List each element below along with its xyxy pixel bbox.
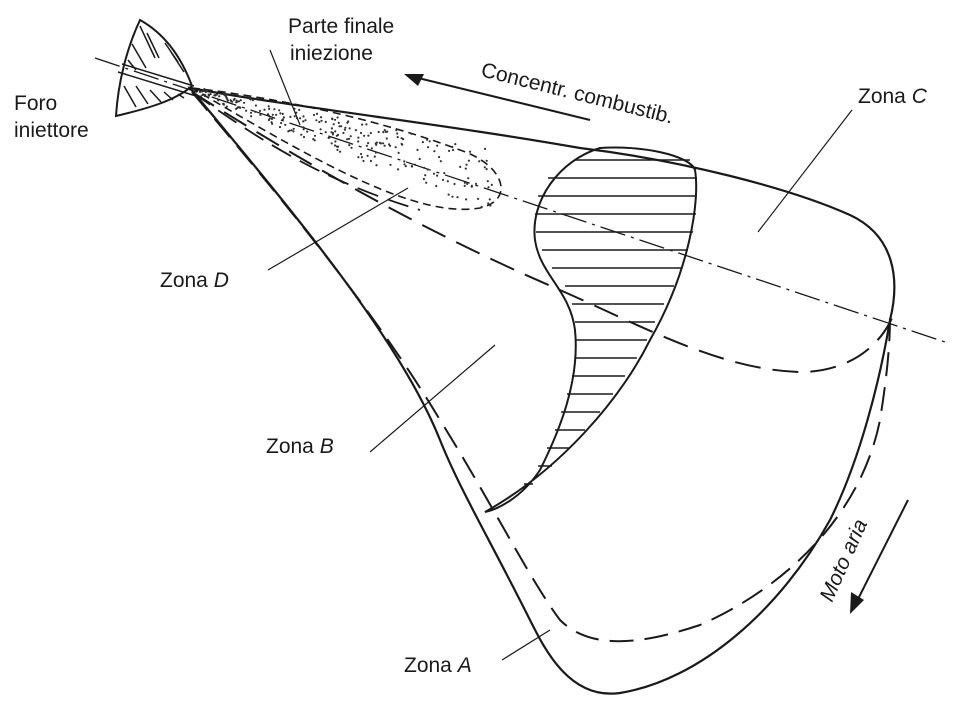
spray-dashed-ray bbox=[192, 92, 420, 210]
svg-text:Zona D: Zona D bbox=[160, 269, 229, 292]
label-end-injection-line2: iniezione bbox=[290, 42, 373, 65]
leader-zone-c bbox=[758, 110, 852, 232]
svg-text:Zona B: Zona B bbox=[266, 435, 334, 458]
label-zone-c: Zona C bbox=[858, 85, 928, 108]
label-zone-d: Zona D bbox=[160, 269, 229, 292]
label-injector-line1: Foro bbox=[14, 92, 57, 115]
label-zone-b: Zona B bbox=[266, 435, 334, 458]
label-end-injection-line1: Parte finale bbox=[288, 15, 394, 38]
label-fuel-concentration: Concentr. combustib. bbox=[479, 59, 676, 129]
fuel-concentration-profile bbox=[485, 147, 697, 512]
label-zone-a: Zona A bbox=[404, 654, 472, 677]
svg-text:Zona C: Zona C bbox=[858, 85, 928, 108]
leader-zone-b bbox=[370, 345, 495, 452]
air-motion-arrow bbox=[850, 500, 908, 614]
label-injector-line2: iniettore bbox=[14, 119, 89, 142]
leader-zone-d bbox=[268, 188, 408, 270]
spray-outer-boundary bbox=[190, 88, 894, 694]
spray-inner-dashed-boundary bbox=[192, 92, 890, 641]
spray-axis-line bbox=[95, 58, 945, 342]
injector-nozzle bbox=[116, 20, 196, 116]
svg-text:Zona A: Zona A bbox=[404, 654, 472, 677]
zone-d-dots bbox=[199, 88, 493, 208]
